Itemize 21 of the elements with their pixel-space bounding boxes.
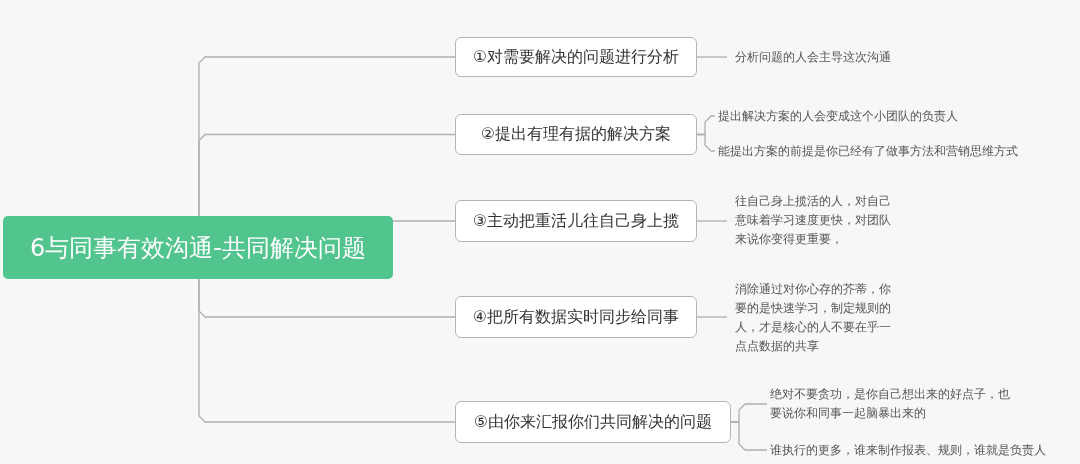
note-text: 提出解决方案的人会变成这个小团队的负责人 [718, 106, 1018, 126]
branch-topic-box: ①对需要解决的问题进行分析 [455, 37, 697, 77]
note-text: 消除通过对你心存的芥蒂，你要的是快速学习，制定规则的人，才是核心的人不要在乎一点点数据的共享 [735, 279, 895, 356]
connector-line [392, 220, 456, 222]
branch-topic-box: ⑤由你来汇报你们共同解决的问题 [455, 401, 731, 443]
central-topic-box: 6与同事有效沟通-共同解决问题 [3, 216, 393, 279]
note-text: 能提出方案的前提是你已经有了做事方法和营销思维方式 [718, 141, 1048, 161]
note-text: 绝对不要贪功，是你自己想出来的好点子，也要说你和同事一起脑暴出来的 [770, 385, 1010, 423]
connector-line [730, 421, 768, 451]
connector-line [198, 278, 456, 423]
connector-line [696, 133, 716, 152]
branch-topic-box: ④把所有数据实时同步给同事 [455, 296, 697, 338]
branch-topic-box: ③主动把重活儿往自己身上揽 [455, 200, 697, 242]
connector-line [696, 56, 728, 58]
connector-line [696, 220, 728, 222]
connector-line [198, 133, 456, 217]
note-text: 往自己身上揽活的人，对自己意味着学习速度更快，对团队来说你变得更重要， [735, 191, 895, 249]
note-text: 分析问题的人会主导这次沟通 [735, 47, 935, 67]
connector-line [696, 316, 728, 318]
branch-topic-box: ②提出有理有据的解决方案 [455, 114, 697, 155]
note-text: 谁执行的更多，谁来制作报表、规则，谁就是负责人 [770, 440, 1070, 460]
